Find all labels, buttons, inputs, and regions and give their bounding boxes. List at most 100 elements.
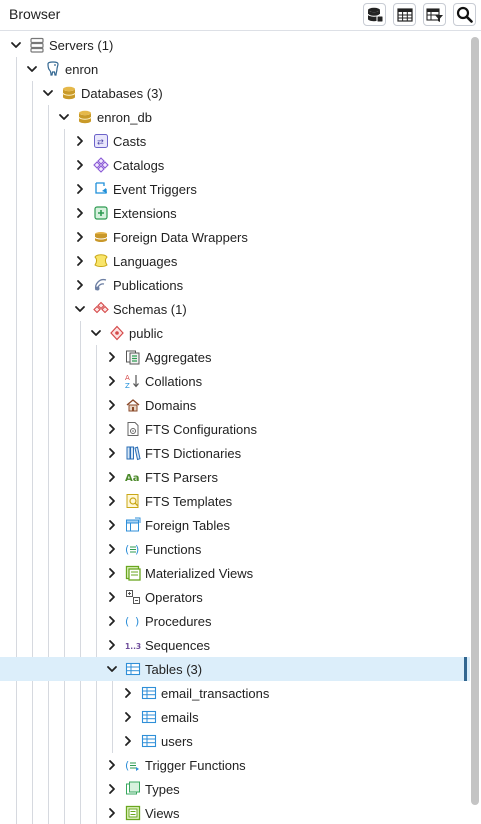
fts-dictionary-icon xyxy=(126,446,141,461)
function-icon: () xyxy=(125,543,139,556)
tree-node-aggregates[interactable]: Aggregates xyxy=(0,345,470,369)
schema-icon xyxy=(110,325,124,341)
chevron-right-icon[interactable] xyxy=(106,375,118,387)
chevron-right-icon[interactable] xyxy=(106,399,118,411)
tree-node-label: Tables (3) xyxy=(145,662,203,677)
chevron-down-icon[interactable] xyxy=(74,303,86,315)
panel-title: Browser xyxy=(9,6,61,22)
tree-node-functions[interactable]: ()Functions xyxy=(0,537,470,561)
chevron-right-icon[interactable] xyxy=(106,351,118,363)
tree-node-operators[interactable]: Operators xyxy=(0,585,470,609)
tree-node-server-enron[interactable]: enron xyxy=(0,57,470,81)
svg-text:⇄: ⇄ xyxy=(97,138,104,147)
chevron-down-icon[interactable] xyxy=(90,327,102,339)
chevron-right-icon[interactable] xyxy=(106,471,118,483)
trigger-function-icon: ( xyxy=(125,759,139,772)
chevron-right-icon[interactable] xyxy=(74,135,86,147)
chevron-down-icon[interactable] xyxy=(26,63,38,75)
catalogs-icon xyxy=(93,157,109,173)
casts-icon: ⇄ xyxy=(94,134,108,148)
tree-node-label: Publications xyxy=(113,278,184,293)
query-tool-button[interactable] xyxy=(363,3,386,26)
tree-node-foreign-tables[interactable]: Foreign Tables xyxy=(0,513,470,537)
svg-text:): ) xyxy=(135,543,139,556)
tree-node-label: Types xyxy=(145,782,180,797)
schemas-icon xyxy=(93,301,109,314)
tree-node-schema-public[interactable]: public xyxy=(0,321,470,345)
chevron-down-icon[interactable] xyxy=(106,663,118,675)
tree-node-table-email-transactions[interactable]: email_transactions xyxy=(0,681,470,705)
chevron-right-icon[interactable] xyxy=(74,207,86,219)
tree-guide-line xyxy=(48,105,49,824)
view-data-button[interactable] xyxy=(393,3,416,26)
chevron-right-icon[interactable] xyxy=(74,255,86,267)
chevron-right-icon[interactable] xyxy=(106,807,118,819)
chevron-right-icon[interactable] xyxy=(74,183,86,195)
tree-node-databases[interactable]: Databases (3) xyxy=(0,81,470,105)
tree-node-fts-configurations[interactable]: FTS Configurations xyxy=(0,417,470,441)
chevron-right-icon[interactable] xyxy=(106,447,118,459)
svg-text:(: ( xyxy=(125,615,129,628)
tree-node-materialized-views[interactable]: Materialized Views xyxy=(0,561,470,585)
tree-node-servers[interactable]: Servers (1) xyxy=(0,33,470,57)
tree-node-catalogs[interactable]: Catalogs xyxy=(0,153,470,177)
chevron-right-icon[interactable] xyxy=(106,783,118,795)
tree-node-views[interactable]: Views xyxy=(0,801,470,824)
chevron-down-icon[interactable] xyxy=(58,111,70,123)
chevron-right-icon[interactable] xyxy=(106,543,118,555)
aggregates-icon xyxy=(126,350,140,365)
tree-node-schemas[interactable]: Schemas (1) xyxy=(0,297,470,321)
chevron-right-icon[interactable] xyxy=(74,279,86,291)
tree-node-fts-dictionaries[interactable]: FTS Dictionaries xyxy=(0,441,470,465)
view-icon xyxy=(125,805,141,821)
scrollbar-thumb[interactable] xyxy=(471,37,479,805)
tree-node-languages[interactable]: Languages xyxy=(0,249,470,273)
svg-text:A: A xyxy=(125,374,130,382)
tree-node-event-triggers[interactable]: Event Triggers xyxy=(0,177,470,201)
servers-icon xyxy=(30,37,44,53)
tree-node-casts[interactable]: ⇄Casts xyxy=(0,129,470,153)
tree-node-table-users[interactable]: users xyxy=(0,729,470,753)
tree-node-label: public xyxy=(129,326,163,341)
chevron-right-icon[interactable] xyxy=(74,159,86,171)
chevron-right-icon[interactable] xyxy=(122,735,134,747)
search-objects-button[interactable] xyxy=(453,3,476,26)
tree-node-table-emails[interactable]: emails xyxy=(0,705,470,729)
chevron-right-icon[interactable] xyxy=(122,687,134,699)
chevron-right-icon[interactable] xyxy=(106,591,118,603)
filtered-rows-button[interactable] xyxy=(423,3,446,26)
table-icon xyxy=(141,734,157,748)
chevron-right-icon[interactable] xyxy=(106,519,118,531)
chevron-right-icon[interactable] xyxy=(106,495,118,507)
chevron-right-icon[interactable] xyxy=(106,423,118,435)
tree-node-foreign-data-wrappers[interactable]: Foreign Data Wrappers xyxy=(0,225,470,249)
tree-node-publications[interactable]: Publications xyxy=(0,273,470,297)
chevron-down-icon[interactable] xyxy=(10,39,22,51)
tree-node-domains[interactable]: Domains xyxy=(0,393,470,417)
chevron-down-icon[interactable] xyxy=(42,87,54,99)
tree-node-trigger-functions[interactable]: (Trigger Functions xyxy=(0,753,470,777)
tree-node-tables[interactable]: Tables (3) xyxy=(0,657,470,681)
tree-guide-line xyxy=(80,321,81,824)
tree-node-label: Extensions xyxy=(113,206,177,221)
chevron-right-icon[interactable] xyxy=(122,711,134,723)
tree-guide-line xyxy=(16,57,17,824)
publications-icon xyxy=(95,279,107,291)
tree-node-extensions[interactable]: Extensions xyxy=(0,201,470,225)
tree-node-database-enron-db[interactable]: enron_db xyxy=(0,105,470,129)
chevron-right-icon[interactable] xyxy=(106,759,118,771)
tree-node-label: emails xyxy=(161,710,199,725)
svg-text:(: ( xyxy=(125,759,129,772)
chevron-right-icon[interactable] xyxy=(106,639,118,651)
chevron-right-icon[interactable] xyxy=(74,231,86,243)
procedure-icon: () xyxy=(125,615,139,628)
tree-node-types[interactable]: Types xyxy=(0,777,470,801)
chevron-right-icon[interactable] xyxy=(106,567,118,579)
tree-node-label: Languages xyxy=(113,254,178,269)
tree-node-fts-templates[interactable]: FTS Templates xyxy=(0,489,470,513)
chevron-right-icon[interactable] xyxy=(106,615,118,627)
tree-node-procedures[interactable]: ()Procedures xyxy=(0,609,470,633)
